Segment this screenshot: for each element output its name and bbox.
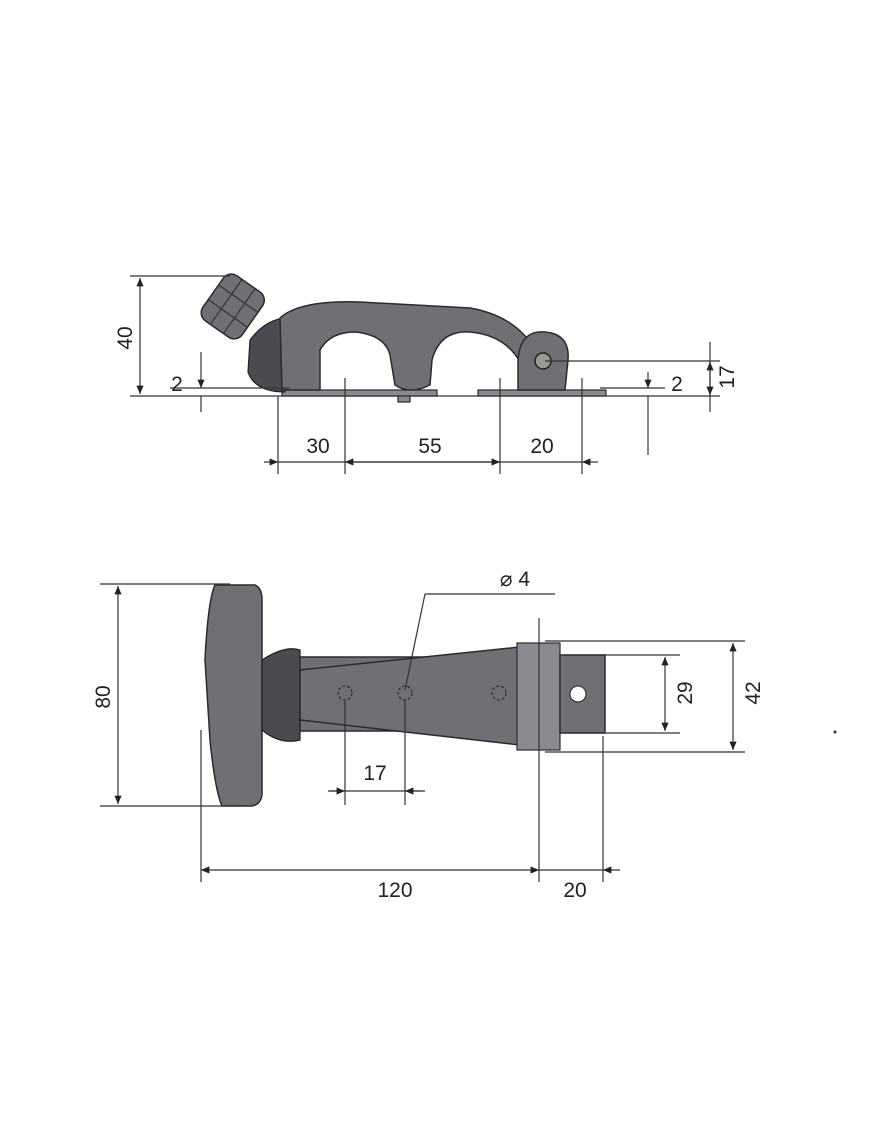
dim-pivot-height: 17 — [716, 365, 739, 388]
top-view-latch — [204, 584, 606, 807]
stray-dot — [833, 730, 837, 734]
top-view-dimensions: 80 ⌀ 4 17 29 42 120 20 — [92, 568, 765, 902]
dim-base-thickness-right: 2 — [671, 373, 683, 396]
rivet — [397, 395, 411, 403]
dim-hole-diameter: ⌀ 4 — [500, 568, 530, 591]
knob-ball — [247, 317, 286, 393]
dim-plate-width-inner: 29 — [674, 681, 697, 704]
dim-seg-b: 55 — [418, 435, 441, 458]
dim-length-tail: 20 — [563, 879, 586, 902]
dim-length-main: 120 — [377, 879, 412, 902]
dim-base-thickness-left: 2 — [171, 373, 183, 396]
t-handle — [204, 584, 263, 807]
side-view-latch — [130, 273, 720, 403]
dim-plate-width-outer: 42 — [742, 681, 765, 704]
base-plate-right — [477, 389, 607, 397]
handle-collar — [261, 648, 301, 742]
hole-3 — [491, 685, 507, 701]
dim-handle-width: 80 — [92, 685, 115, 708]
base-plate-left — [281, 389, 438, 397]
dim-hole-pitch: 17 — [363, 762, 386, 785]
mounting-hole — [569, 685, 587, 703]
dim-seg-a: 30 — [306, 435, 329, 458]
dim-height-total: 40 — [114, 326, 137, 349]
dim-seg-c: 20 — [530, 435, 553, 458]
side-view-dimensions: 40 2 2 17 30 55 20 — [114, 275, 739, 474]
knob — [200, 273, 266, 340]
lever-arm — [279, 301, 531, 391]
